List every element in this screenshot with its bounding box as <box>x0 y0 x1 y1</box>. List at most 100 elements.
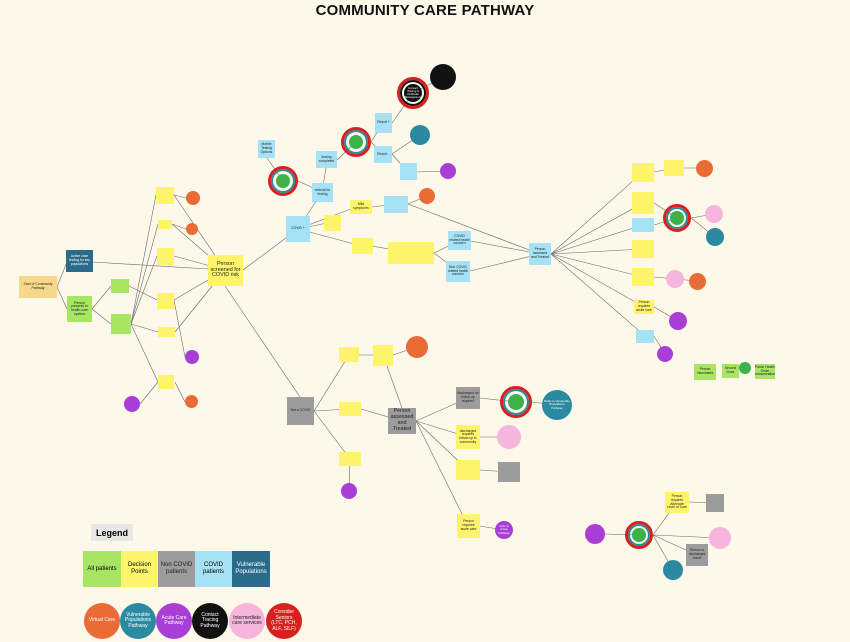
covid-related-node: COVID related health concern <box>448 231 471 250</box>
person-presents-node: Person presents to health care system <box>67 296 92 322</box>
virtual-care-circle-4 <box>419 188 435 204</box>
acute-circle-2 <box>124 396 140 412</box>
referral-assess-node <box>388 242 434 264</box>
vulnerable-circle-1 <box>410 125 430 145</box>
right-covid-2 <box>636 330 654 343</box>
decision-6 <box>158 375 174 389</box>
right-acute-decision: Person requires acute care <box>634 300 654 314</box>
connector-line <box>130 194 157 325</box>
note-vaccinated-label: Person Vaccinated <box>696 367 714 375</box>
legend-contact-tracing: Contact Tracing Pathway <box>192 603 228 639</box>
right-decision-1 <box>632 163 654 182</box>
discharged-no-followup-label: discharged no follow-up required <box>457 391 479 403</box>
right-acute-label: Person requires acute care <box>636 300 652 312</box>
right-acute-2 <box>657 346 673 362</box>
lower-seniors-ring <box>500 386 532 418</box>
mobile-testing-label: Mobile Testing Options <box>260 142 273 154</box>
non-covid-related-node: Non COVID related health concern <box>446 261 470 282</box>
lower-acute-2-label: refer to Acute Pathway <box>498 524 510 535</box>
connector-line <box>171 223 187 230</box>
discharged-no-followup-node: discharged no follow-up required <box>456 387 480 409</box>
dose-circle <box>739 362 751 374</box>
start-node: Start of Community Pathway <box>19 276 57 298</box>
contact-tracing-circle <box>430 64 456 90</box>
virtual-care-circle-3 <box>185 395 198 408</box>
decision-covid <box>324 215 341 231</box>
covid-pos-node: COVID + <box>286 216 310 242</box>
br-seniors-ring-core <box>632 528 646 542</box>
lower-vulnerable-1: Refer to Vulnerable Populations Pathway <box>542 390 572 420</box>
right-seniors-ring-core <box>670 211 684 225</box>
note-public-health: Public Health Order Immunization <box>755 364 775 379</box>
seniors-ring-2 <box>341 127 371 157</box>
br-seniors-ring <box>625 521 653 549</box>
connector-line <box>174 381 186 403</box>
assessed-treated-node: Person assessed and Treated <box>388 408 416 434</box>
decision-mild: Mild symptoms <box>350 200 372 214</box>
decision-assess <box>352 238 373 254</box>
note-second-dose: Second Dose <box>722 364 739 378</box>
legend-vulnerable-pathway: Vulnerable Populations Pathway <box>120 603 156 639</box>
active-case-label: Active case finding for key populations <box>68 254 91 266</box>
right-intermediate-1 <box>705 205 723 223</box>
result-neg-node: Result - <box>374 146 392 163</box>
right-decision-2 <box>664 160 684 176</box>
acute-circle-3 <box>440 163 456 179</box>
start-label: Start of Community Pathway <box>23 282 53 290</box>
right-seniors-ring <box>663 204 691 232</box>
legend-covid: COVID patients <box>195 551 232 587</box>
mild-label: Mild symptoms <box>353 202 369 210</box>
virtual-care-circle-1 <box>186 191 200 205</box>
legend-acute-care: Acute Care Pathway <box>156 603 192 639</box>
intake-node-1 <box>111 279 129 293</box>
connector-line <box>91 285 112 310</box>
person-presents-label: Person presents to health care system <box>71 300 88 316</box>
assessed-covid-node: Person assessed and Treated <box>529 243 551 265</box>
lower-acute-2: refer to Acute Pathway <box>495 521 513 539</box>
br-alternate-care-label: Person requires Alternate Level of Care <box>666 494 688 510</box>
page-title: COMMUNITY CARE PATHWAY <box>315 2 535 19</box>
not-covid-node: Not a COVID <box>287 397 314 425</box>
result-neg-label: Result - <box>377 151 389 156</box>
lower-vulnerable-label: Refer to Vulnerable Populations Pathway <box>544 399 570 410</box>
screened-label: Person screened for COVID risk <box>210 260 241 279</box>
connector-line <box>550 171 644 255</box>
lower-decision-1 <box>339 347 359 362</box>
lower-acute-1 <box>341 483 357 499</box>
decision-5 <box>158 327 175 337</box>
right-decision-3 <box>632 192 654 214</box>
intake-node-2 <box>111 314 131 334</box>
right-virtual-1 <box>696 160 713 177</box>
br-vulnerable-1 <box>663 560 683 580</box>
legend-seniors: Consider Seniors (LTC, PCH, ALF, SILF) <box>266 603 302 639</box>
br-acute-1 <box>585 524 605 544</box>
active-case-node: Active case finding for key populations <box>66 250 93 272</box>
referral-testing-node: referral for testing <box>312 183 333 202</box>
testing-completed-label: testing completed <box>318 154 335 163</box>
connector-line <box>550 248 644 255</box>
legend-vulnerable: Vulnerable Populations <box>232 551 270 587</box>
mobile-testing-node: Mobile Testing Options <box>258 140 275 158</box>
lower-decision-5 <box>456 460 480 480</box>
lower-decision-4 <box>339 452 361 466</box>
br-non-covid-1 <box>706 494 724 512</box>
result-pos-label: Result + <box>377 120 390 125</box>
legend-all-patients: All patients <box>83 551 121 587</box>
connector-line <box>130 223 159 325</box>
contact-tracing-ring: Contact Tracing & Outbreak Management <box>397 77 429 109</box>
discharged-followup-node: discharged requires follow-up in communi… <box>456 425 480 449</box>
connector-line <box>130 255 158 325</box>
note-second-dose-label: Second Dose <box>724 366 737 374</box>
right-decision-5 <box>632 268 654 286</box>
connector-line <box>550 253 646 337</box>
referral-testing-label: referral for testing <box>314 187 331 196</box>
br-intermediate-1 <box>709 527 731 549</box>
virtual-care-circle-2 <box>186 223 198 235</box>
connector-line <box>56 286 68 310</box>
decision-2 <box>158 220 172 229</box>
lower-seniors-ring-core <box>507 393 525 411</box>
covid-pos-label: COVID + <box>291 226 305 231</box>
lower-non-covid-1 <box>498 462 520 482</box>
acute-circle-1 <box>185 350 199 364</box>
